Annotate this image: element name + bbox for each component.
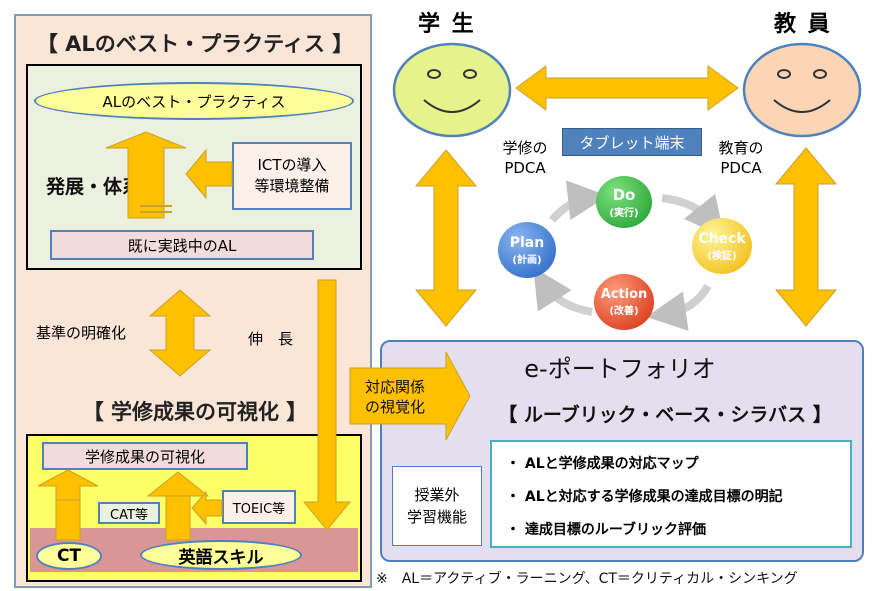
extra-study-box: 授業外 学習機能 xyxy=(392,466,482,546)
left-panel-title: 【 ALのベスト・プラクティス 】 xyxy=(36,32,354,56)
toeic-box: TOEIC等 xyxy=(222,490,296,524)
teacher-face-icon xyxy=(742,42,862,138)
best-practice-ellipse: ALのベスト・プラクティス xyxy=(34,82,354,120)
pdca-action: Action (改善) xyxy=(594,274,654,330)
ict-box: ICTの導入 等環境整備 xyxy=(232,142,352,210)
tablet-box: タブレット端末 xyxy=(562,128,702,156)
student-label: 学 生 xyxy=(418,12,476,37)
eportfolio-items-box: ・ ALと学修成果の対応マップ ・ ALと対応する学修成果の達成目標の明記 ・ … xyxy=(490,440,852,548)
list-item: ・ ALと対応する学修成果の達成目標の明記 xyxy=(506,489,783,505)
outcome-box: 学修成果の可視化 xyxy=(42,442,248,470)
teacher-label: 教 員 xyxy=(774,12,832,37)
ct-ellipse: CT xyxy=(36,542,102,570)
english-ellipse: 英語スキル xyxy=(140,540,302,570)
develop-label: 発展・体系化 xyxy=(46,176,161,198)
footnote: ※ AL＝アクティブ・ラーニング、CT＝クリティカル・シンキング xyxy=(376,571,798,587)
student-face-icon xyxy=(392,42,512,138)
extension-label: 伸 長 xyxy=(248,330,294,348)
criteria-label: 基準の明確化 xyxy=(36,324,127,342)
existing-al-box: 既に実践中のAL xyxy=(50,230,314,260)
edu-pdca-label: 教育の PDCA xyxy=(718,139,764,177)
eportfolio-subtitle: 【 ルーブリック・ベース・シラバス 】 xyxy=(498,403,832,426)
eportfolio-title: e-ポートフォリオ xyxy=(524,354,716,383)
study-pdca-label: 学修の PDCA xyxy=(502,139,548,177)
pdca-do: Do (実行) xyxy=(596,176,652,228)
correspondence-label: 対応関係 の視覚化 xyxy=(364,378,425,416)
outcome-title: 【 学修成果の可視化 】 xyxy=(82,400,308,424)
pdca-cycle-arrows xyxy=(533,180,725,331)
pdca-plan: Plan (計画) xyxy=(498,222,556,278)
cat-box: CAT等 xyxy=(98,502,160,524)
pdca-check: Check (検証) xyxy=(692,218,752,274)
list-item: ・ 達成目標のルーブリック評価 xyxy=(506,522,707,538)
list-item: ・ ALと学修成果の対応マップ xyxy=(506,456,699,472)
